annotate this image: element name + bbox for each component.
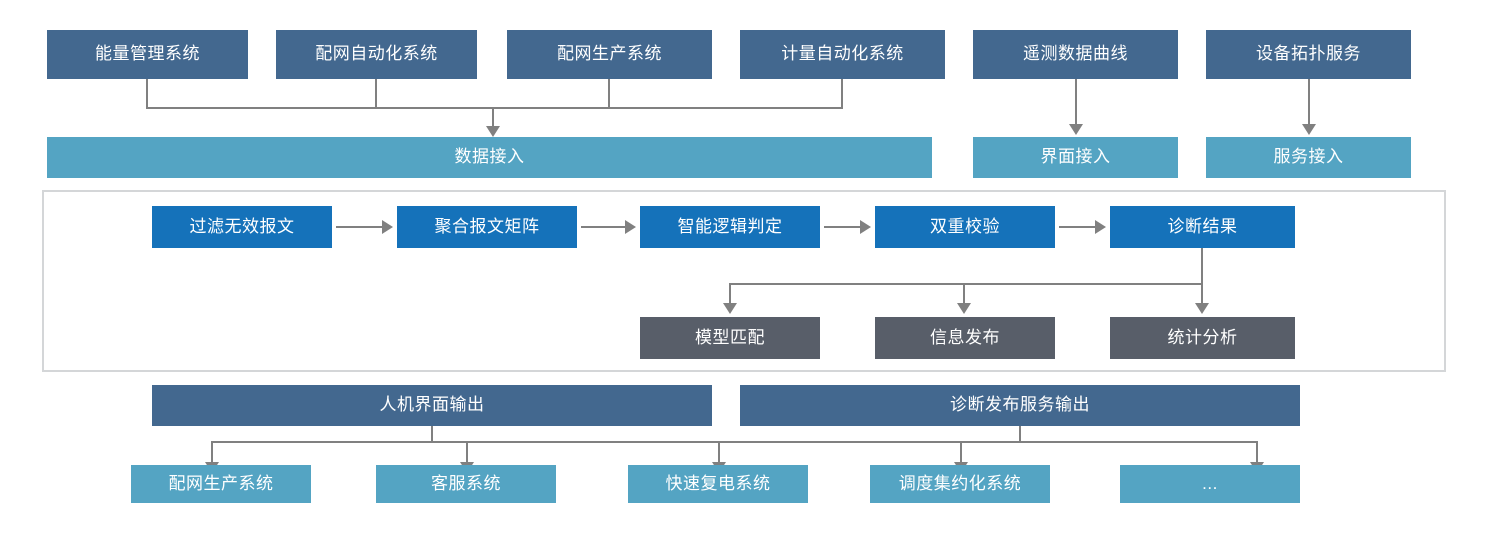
pipeline-box-aggregate-message-matrix[interactable]: 聚合报文矩阵 [397,206,577,248]
connector-consumer-4-stub [960,441,962,464]
connector-telemetry-arrow [1069,124,1083,135]
source-box-label: 计量自动化系统 [781,44,904,64]
source-box-distribution-production[interactable]: 配网生产系统 [507,30,712,79]
connector-topology-arrow [1302,124,1316,135]
consumer-box-label: 快速复电系统 [665,473,771,493]
connector-pipeline-2-3-arrow [625,220,636,234]
connector-consumer-2-stub [466,441,468,464]
connector-topology-stub [1308,79,1310,126]
pipeline-box-intelligent-logic-decision[interactable]: 智能逻辑判定 [640,206,820,248]
pipeline-box-filter-invalid-messages[interactable]: 过滤无效报文 [152,206,332,248]
access-bar-data[interactable]: 数据接入 [47,137,932,178]
access-bar-label: 界面接入 [1040,147,1111,167]
connector-source-bus-drop [492,107,494,132]
connector-source-bus [146,107,843,109]
connector-action-1-stub [729,283,731,305]
source-box-label: 配网自动化系统 [315,44,438,64]
consumer-box-dispatch-intensive[interactable]: 调度集约化系统 [870,465,1050,503]
connector-output-1-drop [431,426,433,443]
connector-telemetry-stub [1075,79,1077,126]
action-box-label: 信息发布 [930,327,1000,347]
connector-source-bus-arrow [486,126,500,137]
action-box-statistical-analysis[interactable]: 统计分析 [1110,317,1295,359]
output-bar-label: 诊断发布服务输出 [950,395,1090,415]
pipeline-box-label: 双重校验 [930,216,1000,236]
connector-pipeline-4-5 [1059,226,1095,228]
source-box-label: 配网生产系统 [557,44,662,64]
pipeline-frame [42,190,1446,372]
connector-consumer-5-stub [1256,441,1258,464]
source-box-device-topology-service[interactable]: 设备拓扑服务 [1206,30,1411,79]
action-box-label: 统计分析 [1167,327,1238,347]
output-bar-label: 人机界面输出 [379,395,485,415]
connector-result-drop [1201,248,1203,283]
source-box-label: 遥测数据曲线 [1023,44,1128,64]
pipeline-box-label: 聚合报文矩阵 [434,216,540,236]
access-bar-service[interactable]: 服务接入 [1206,137,1411,178]
connector-pipeline-3-4-arrow [860,220,871,234]
consumer-box-label: 配网生产系统 [168,473,274,493]
access-bar-label: 服务接入 [1273,147,1344,167]
connector-pipeline-4-5-arrow [1095,220,1106,234]
source-box-label: 设备拓扑服务 [1256,44,1361,64]
source-box-telemetry-curve[interactable]: 遥测数据曲线 [973,30,1178,79]
action-box-information-release[interactable]: 信息发布 [875,317,1055,359]
consumer-box-label: ... [1202,473,1218,493]
connector-pipeline-3-4 [824,226,860,228]
connector-action-bus [729,283,1203,285]
connector-output-2-drop [1019,426,1021,443]
pipeline-box-label: 过滤无效报文 [189,216,295,236]
connector-consumer-3-stub [718,441,720,464]
consumer-box-label: 调度集约化系统 [898,473,1022,493]
connector-source-4-stub [841,79,843,109]
connector-action-1-arrow [723,303,737,314]
source-box-metering-automation[interactable]: 计量自动化系统 [740,30,945,79]
connector-action-3-arrow [1195,303,1209,314]
connector-source-2-stub [375,79,377,109]
connector-action-3-stub [1201,283,1203,305]
access-bar-label: 数据接入 [454,147,525,167]
action-box-label: 模型匹配 [695,327,765,347]
connector-action-2-stub [963,283,965,305]
output-bar-diagnosis-publish-service[interactable]: 诊断发布服务输出 [740,385,1300,426]
connector-consumer-1-stub [211,441,213,464]
source-box-energy-management[interactable]: 能量管理系统 [47,30,248,79]
output-bar-human-machine-interface[interactable]: 人机界面输出 [152,385,712,426]
pipeline-box-diagnosis-result[interactable]: 诊断结果 [1110,206,1295,248]
action-box-model-matching[interactable]: 模型匹配 [640,317,820,359]
connector-pipeline-1-2-arrow [382,220,393,234]
consumer-box-label: 客服系统 [431,473,501,493]
consumer-box-customer-service[interactable]: 客服系统 [376,465,556,503]
consumer-box-distribution-production[interactable]: 配网生产系统 [131,465,311,503]
source-box-label: 能量管理系统 [95,44,200,64]
consumer-box-more[interactable]: ... [1120,465,1300,503]
connector-consumer-bus [211,441,1256,443]
pipeline-box-label: 诊断结果 [1167,216,1238,236]
connector-source-3-stub [608,79,610,109]
access-bar-ui[interactable]: 界面接入 [973,137,1178,178]
connector-action-2-arrow [957,303,971,314]
pipeline-box-double-verification[interactable]: 双重校验 [875,206,1055,248]
connector-pipeline-1-2 [336,226,382,228]
consumer-box-fast-power-restoration[interactable]: 快速复电系统 [628,465,808,503]
connector-source-1-stub [146,79,148,109]
connector-pipeline-2-3 [581,226,625,228]
pipeline-box-label: 智能逻辑判定 [677,216,783,236]
source-box-distribution-automation[interactable]: 配网自动化系统 [276,30,477,79]
